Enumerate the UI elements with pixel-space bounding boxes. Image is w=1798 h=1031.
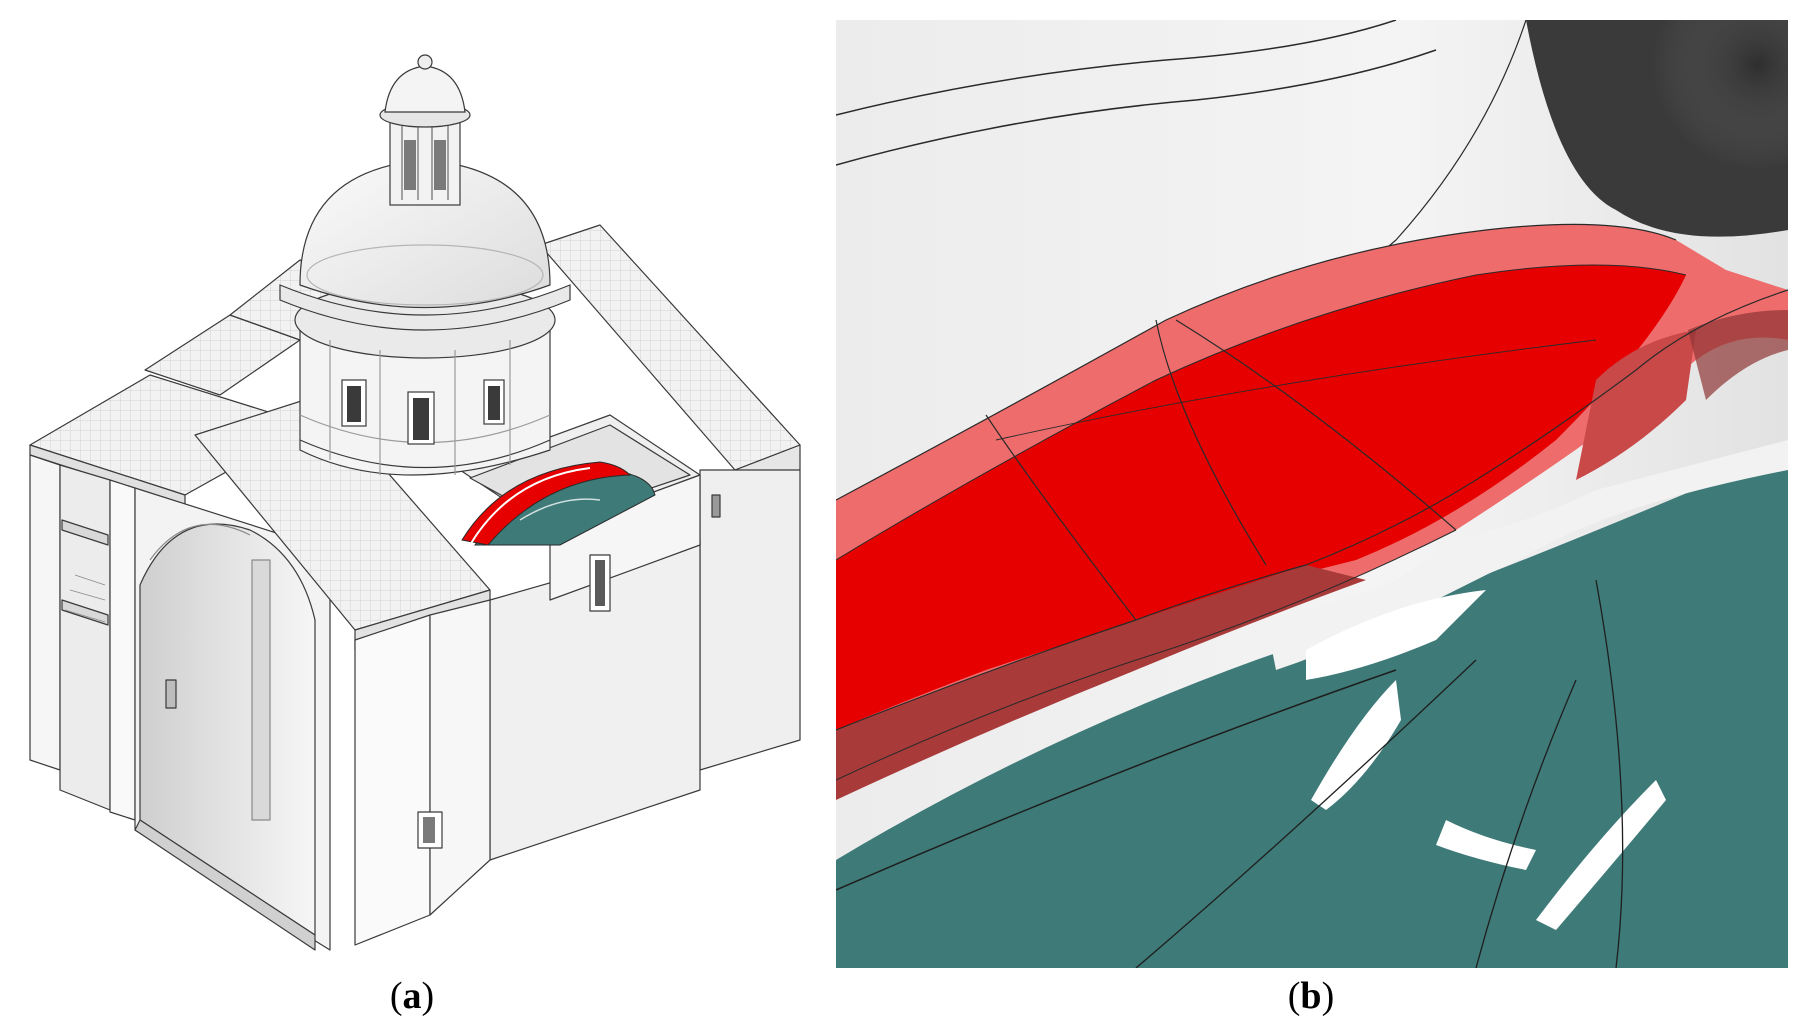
caption-b: (b) (1287, 975, 1335, 1017)
vault-red-band (461, 461, 632, 546)
red-band-lower-edge (836, 565, 1366, 800)
dome (299, 159, 551, 309)
exposed-vault (461, 461, 656, 546)
nave-arch (139, 523, 316, 936)
vault-detail-drawing (836, 20, 1788, 968)
wall-front-left (354, 614, 431, 946)
teal-surface (836, 450, 1788, 968)
caption-a: (a) (389, 975, 435, 1017)
building-model-drawing (29, 54, 801, 951)
panel-a-building-model (0, 0, 820, 960)
panel-b-vault-detail (836, 20, 1788, 968)
lantern (389, 114, 461, 206)
red-highlight-band (836, 223, 1788, 800)
red-band-core (836, 265, 1686, 730)
